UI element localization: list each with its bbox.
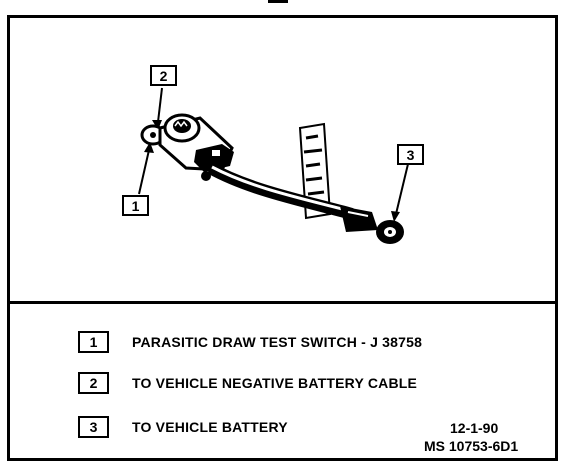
- page-marker: [268, 0, 288, 3]
- callout-3-label: 3: [406, 146, 415, 163]
- leader-arrow-2: [152, 120, 162, 130]
- figure-date: 12-1-90: [450, 420, 499, 436]
- callout-2: 2: [150, 65, 177, 86]
- legend-text: TO VEHICLE BATTERY: [132, 419, 288, 435]
- leader-arrow-1: [144, 142, 154, 153]
- legend-item-3: 3 TO VEHICLE BATTERY: [78, 416, 288, 438]
- legend-text: PARASITIC DRAW TEST SWITCH - J 38758: [132, 334, 423, 350]
- leader-line-3: [395, 163, 409, 215]
- leader-line-1: [138, 149, 150, 195]
- figure-code: MS 10753-6D1: [424, 438, 519, 454]
- legend-number: 2: [78, 372, 109, 394]
- leader-arrow-3: [391, 211, 400, 222]
- callout-3: 3: [397, 144, 424, 165]
- leader-line-2: [157, 87, 163, 123]
- legend-number: 1: [78, 331, 109, 353]
- legend-text: TO VEHICLE NEGATIVE BATTERY CABLE: [132, 375, 418, 391]
- legend-divider: [7, 301, 558, 304]
- cable: [207, 162, 354, 220]
- legend-item-1: 1 PARASITIC DRAW TEST SWITCH - J 38758: [78, 331, 422, 353]
- callout-2-label: 2: [159, 67, 168, 84]
- legend-item-2: 2 TO VEHICLE NEGATIVE BATTERY CABLE: [78, 372, 417, 394]
- legend-number: 3: [78, 416, 109, 438]
- cable-boot: [340, 206, 378, 232]
- figure-frame: [7, 15, 558, 461]
- switch-connector: [194, 144, 234, 172]
- callout-1: 1: [122, 195, 149, 216]
- callout-1-label: 1: [131, 197, 140, 214]
